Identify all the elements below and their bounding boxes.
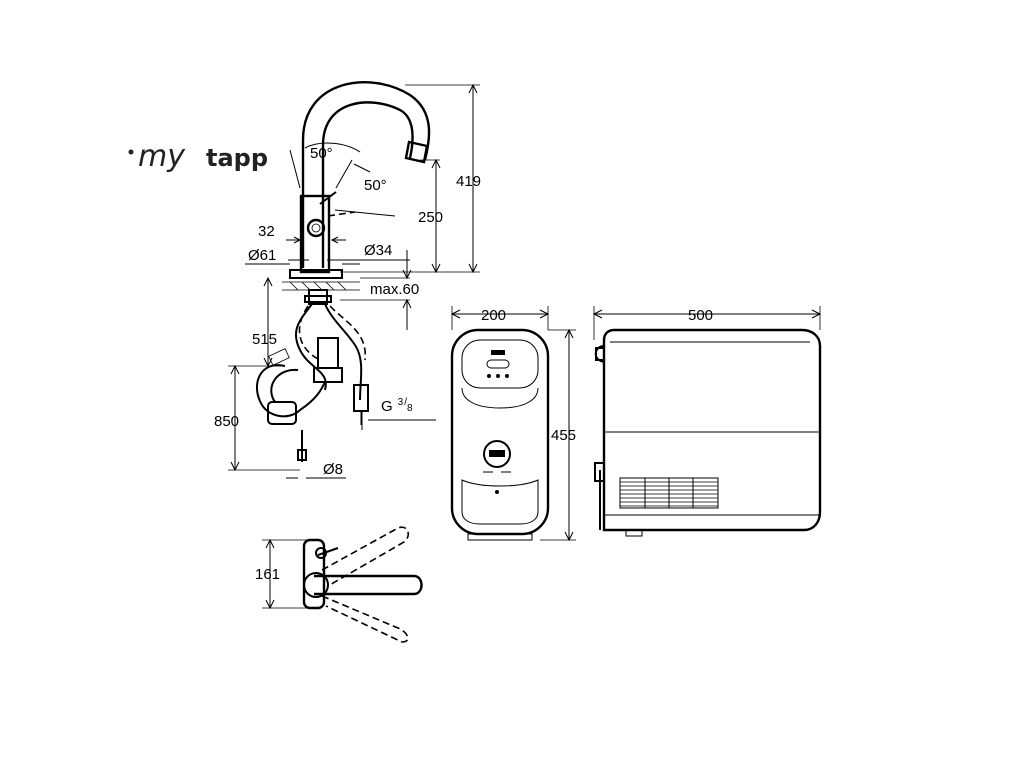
lever-knob-inner (311, 223, 321, 233)
lever-angle-line-b (335, 159, 353, 189)
tube-fitting (297, 449, 307, 461)
dim-455-ext (540, 329, 576, 541)
chiller-side-foot (625, 529, 643, 537)
dim-419-arrows (468, 83, 478, 274)
dim-250-arrows (431, 158, 441, 274)
dim-850-label: 850 (214, 413, 239, 430)
vent-dividers (644, 478, 694, 508)
logo-prefix: my (138, 139, 186, 174)
dim-200-ext (451, 306, 549, 330)
valve-block (313, 367, 343, 383)
dim-455-arrows (564, 328, 574, 542)
dim-spout-angle: 50° (310, 145, 333, 162)
filter-cartridge (267, 401, 297, 425)
dim-max60-label: max.60 (370, 281, 419, 298)
faucet-body (299, 194, 331, 274)
top-view-dimensions: 161 (255, 538, 310, 610)
top-view-spout-dashed-down (321, 595, 409, 643)
lever-knob (306, 218, 326, 238)
chiller-panel-curve (461, 387, 539, 409)
counter-plate (289, 269, 343, 279)
hose-right (324, 303, 363, 401)
dim-32-arrows (293, 236, 339, 244)
loop-hose-inner (270, 368, 299, 403)
lever-angle-arc-end (353, 163, 371, 173)
dim-250-label: 250 (418, 209, 443, 226)
faucet-side-view (256, 81, 431, 462)
dim-500-arrows (592, 309, 822, 319)
spout-inner (321, 101, 414, 268)
dim-200-arrows (450, 309, 550, 319)
dim-419-label: 419 (456, 173, 481, 190)
chiller-lower-panel (461, 479, 539, 525)
top-view-lever (317, 547, 339, 556)
dim-455-label: 455 (551, 427, 576, 444)
top-view-body (302, 538, 326, 610)
loop-hose-end (299, 381, 326, 411)
dim-500-label: 500 (688, 307, 713, 324)
dim-161-label: 161 (255, 566, 280, 583)
faucet-top-view (302, 526, 423, 643)
chiller-control-dial (483, 440, 511, 468)
led-3-icon (505, 374, 509, 378)
top-view-spout-dashed-up (321, 526, 410, 587)
led-1-icon (487, 374, 491, 378)
lever-dashed-position (327, 211, 356, 217)
dim-850-arrows (230, 364, 240, 472)
mytapp-logo: my tapp (128, 139, 268, 174)
chiller-status-display (486, 359, 510, 369)
lever-handle (319, 191, 337, 205)
top-view-spout-base (303, 572, 329, 598)
faucet-dimensions: 419 250 50° 50° 32 Ø61 Ø34 max.60 515 (214, 83, 481, 479)
dim-161-arrows (265, 538, 275, 610)
label-tag (268, 348, 290, 366)
valve-body (317, 337, 339, 369)
dim-8-label: Ø8 (323, 461, 343, 478)
led-2-icon (496, 374, 500, 378)
dim-515-label: 515 (252, 331, 277, 348)
hose-left-dashed (298, 305, 321, 361)
spout-angle-arc (304, 142, 361, 153)
spout-angle-line (289, 149, 301, 189)
power-plug (594, 462, 605, 482)
chiller-front-view (450, 328, 550, 541)
dim-61-label: Ø61 (248, 247, 276, 264)
chiller-side-dimensions: 500 (592, 306, 822, 340)
hose-left (294, 303, 327, 391)
top-view-spout (314, 574, 423, 596)
chiller-front-dimensions: 200 455 (450, 306, 576, 542)
drop-icon (495, 490, 499, 494)
dim-34-label: Ø34 (364, 242, 392, 259)
chiller-front-body (450, 328, 550, 536)
top-view-lever-knob (315, 547, 327, 559)
spout-outer (301, 81, 431, 268)
chiller-logo-icon (491, 350, 505, 355)
chiller-top-panel (461, 339, 539, 389)
dim-500-ext (593, 306, 821, 340)
dim-32-label: 32 (258, 223, 275, 240)
dim-g38-den: 8 (407, 403, 413, 414)
hose-right-dashed (329, 305, 366, 361)
chiller-front-foot (467, 533, 533, 541)
spout-nozzle (404, 140, 429, 164)
logo-suffix: tapp (206, 144, 268, 172)
dial-display-icon (489, 450, 505, 457)
dim-200-label: 200 (481, 307, 506, 324)
shank-nut (304, 295, 332, 303)
chiller-side-view (594, 328, 822, 537)
lever-angle-line (334, 209, 396, 217)
dim-g38-letter: G (381, 398, 393, 415)
loop-hose (256, 364, 301, 418)
counter-hatch (289, 281, 347, 291)
chiller-side-body (602, 328, 822, 532)
dim-g38-slash: / (404, 397, 407, 408)
logo-dot-icon (128, 149, 134, 155)
dim-lever-angle: 50° (364, 177, 387, 194)
dim-g38-num: 3 (398, 397, 404, 408)
connector-top-fitting (595, 347, 605, 361)
